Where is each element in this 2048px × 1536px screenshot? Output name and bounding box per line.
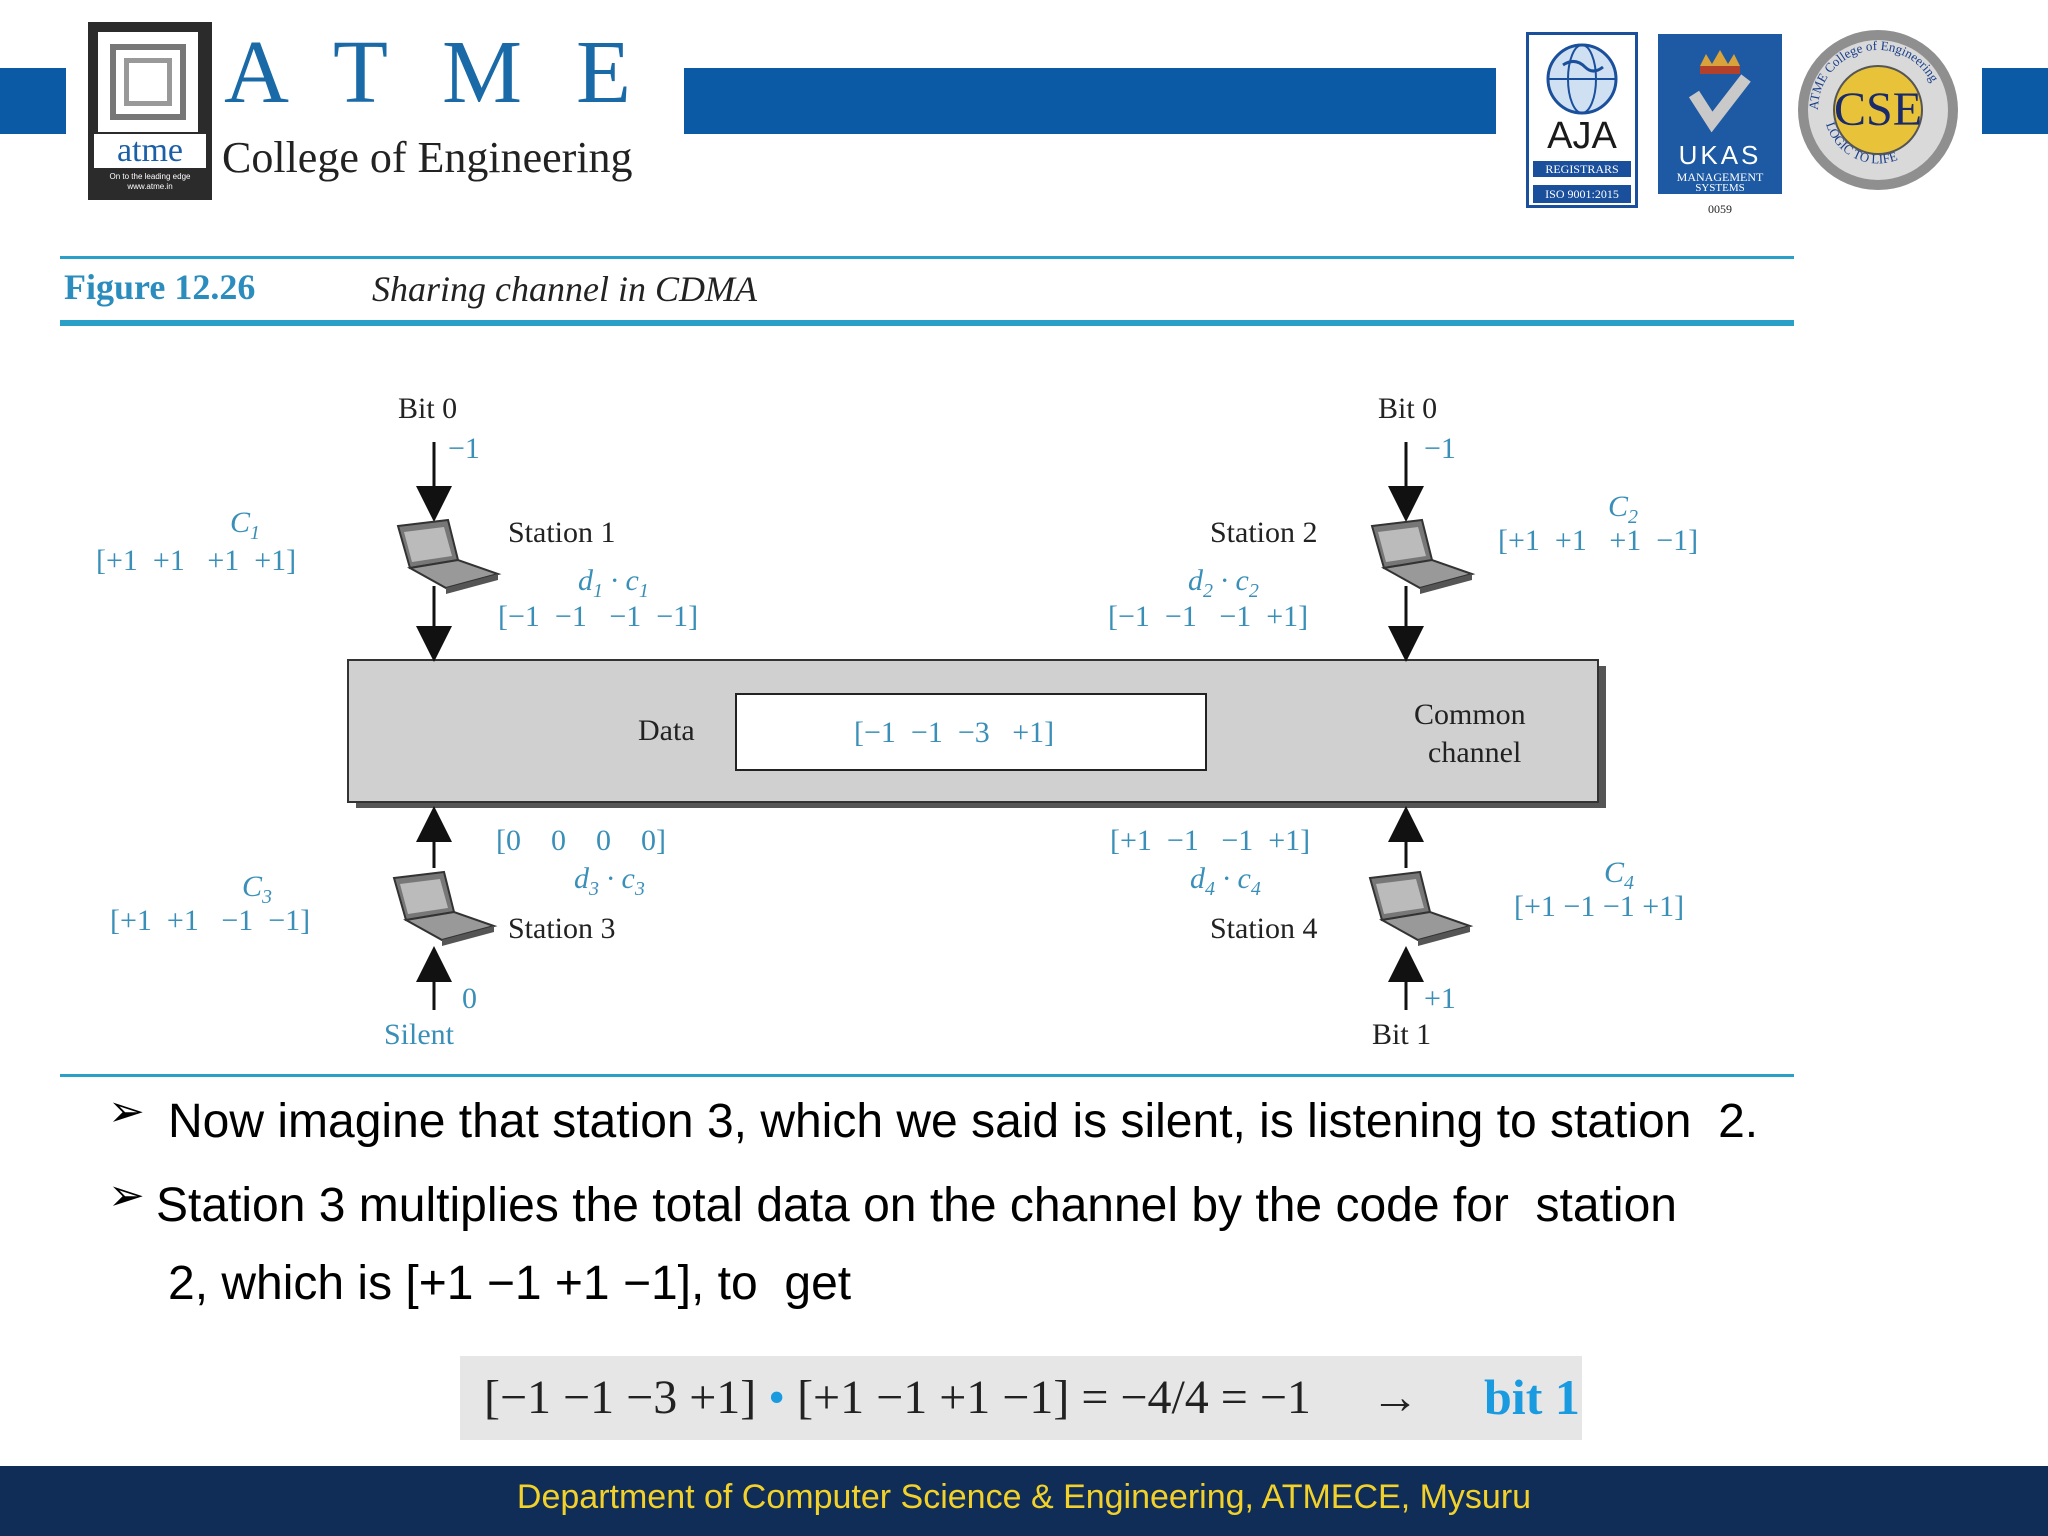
- station1-bit: Bit 0: [398, 392, 458, 425]
- station3-name: Station 3: [508, 912, 616, 945]
- ukas-management: MANAGEMENT: [1676, 170, 1764, 184]
- station4-product: [+1 −1 −1 +1]: [1110, 824, 1311, 857]
- header-bar-middle: [684, 68, 1496, 134]
- cse-seal: ATME College of Engineering LOGIC TO LIF…: [1796, 28, 1960, 192]
- atme-logo: atme On to the leading edge www.atme.in: [88, 22, 212, 200]
- station4-code-label: C4: [1604, 856, 1635, 894]
- station1-product-label: d1 · c1: [578, 564, 649, 602]
- arrow-right-icon: →: [1370, 1371, 1419, 1424]
- station2-code: [+1 +1 +1 −1]: [1498, 524, 1699, 557]
- station1-bit-value: −1: [448, 432, 480, 465]
- channel-label-line1: Common: [1414, 698, 1526, 731]
- station2-name: Station 2: [1210, 516, 1318, 549]
- station4-bit-value: +1: [1424, 982, 1456, 1015]
- station2-product-label: d2 · c2: [1188, 564, 1259, 602]
- channel-label-line2: channel: [1428, 736, 1522, 769]
- bullet-text-2-continued: 2, which is [+1 −1 +1 −1], to get: [168, 1257, 852, 1310]
- station4-bit: Bit 1: [1372, 1018, 1432, 1051]
- bullet-text-1: Now imagine that station 3, which we sai…: [168, 1095, 1759, 1148]
- aja-registrars: REGISTRARS: [1533, 161, 1631, 177]
- laptop-icon-station4: [1369, 871, 1471, 947]
- station2-product: [−1 −1 −1 +1]: [1108, 600, 1309, 633]
- station3-bit-value: 0: [462, 982, 477, 1015]
- figure-caption: Sharing channel in CDMA: [372, 269, 757, 309]
- cdma-diagram: [347, 442, 1606, 1010]
- channel-data-label: Data: [638, 714, 695, 747]
- ukas-text: UKAS: [1678, 140, 1762, 170]
- laptop-icon-station1: [397, 519, 499, 595]
- station3-bit: Silent: [384, 1018, 455, 1051]
- ukas-systems: SYSTEMS: [1695, 182, 1745, 194]
- station2-bit-value: −1: [1424, 432, 1456, 465]
- station3-product: [0 0 0 0]: [496, 824, 666, 857]
- header-bar-left: [0, 68, 66, 134]
- station3-code-label: C3: [242, 870, 273, 908]
- station4-product-label: d4 · c4: [1190, 862, 1261, 900]
- cse-text: CSE: [1833, 83, 1923, 136]
- station3-product-label: d3 · c3: [574, 862, 645, 900]
- station4-code: [+1 −1 −1 +1]: [1514, 890, 1685, 923]
- data-value-box: [735, 693, 1207, 771]
- bullet-arrow-icon: ➢: [108, 1170, 145, 1221]
- station4-name: Station 4: [1210, 912, 1318, 945]
- college-name: College of Engineering: [222, 133, 633, 182]
- college-acronym: ATME: [224, 23, 685, 122]
- dot-product-icon: •: [768, 1371, 786, 1424]
- channel-data-value: [−1 −1 −3 +1]: [854, 716, 1055, 749]
- globe-icon: [1546, 43, 1618, 115]
- station1-name: Station 1: [508, 516, 616, 549]
- figure-bottom-rule: [60, 1074, 1794, 1077]
- laptop-icon-station2: [1371, 519, 1473, 595]
- bullet-arrow-icon: ➢: [108, 1086, 145, 1137]
- station3-code: [+1 +1 −1 −1]: [110, 904, 311, 937]
- station2-code-label: C2: [1608, 490, 1639, 528]
- station1-code-label: C1: [230, 506, 261, 544]
- crown-check-icon: [1688, 50, 1751, 133]
- logo-emblem: [98, 32, 198, 132]
- header-bar-right: [1982, 68, 2048, 134]
- figure-top-rule: [60, 256, 1794, 259]
- ukas-certification-badge: UKAS MANAGEMENT SYSTEMS: [1658, 34, 1782, 194]
- cse-seal-icon: ATME College of Engineering LOGIC TO LIF…: [1798, 30, 1958, 190]
- logo-word: atme: [94, 134, 206, 168]
- figure-label: Figure 12.26: [64, 267, 256, 307]
- station2-bit: Bit 0: [1378, 392, 1438, 425]
- formula-expression: [−1 −1 −3 +1] • [+1 −1 +1 −1] = −4/4 = −…: [484, 1371, 1419, 1424]
- logo-url: www.atme.in: [127, 182, 173, 191]
- station1-code: [+1 +1 +1 +1]: [96, 544, 297, 577]
- station1-product: [−1 −1 −1 −1]: [498, 600, 699, 633]
- logo-tagline: On to the leading edge: [109, 172, 191, 181]
- footer-bar: Department of Computer Science & Enginee…: [0, 1466, 2048, 1536]
- footer-text: Department of Computer Science & Enginee…: [516, 1478, 1532, 1516]
- formula-box: [−1 −1 −3 +1] • [+1 −1 +1 −1] = −4/4 = −…: [460, 1356, 1582, 1440]
- ukas-number: 0059: [1708, 202, 1732, 216]
- figure-caption-rule: [60, 320, 1794, 326]
- aja-text: AJA: [1547, 115, 1617, 157]
- laptop-icon-station3: [393, 871, 495, 947]
- formula-result: bit 1: [1484, 1369, 1580, 1425]
- aja-iso: ISO 9001:2015: [1533, 185, 1631, 203]
- aja-certification-badge: AJA REGISTRARS ISO 9001:2015: [1526, 32, 1638, 208]
- bullet-text-2: Station 3 multiplies the total data on t…: [156, 1179, 1677, 1232]
